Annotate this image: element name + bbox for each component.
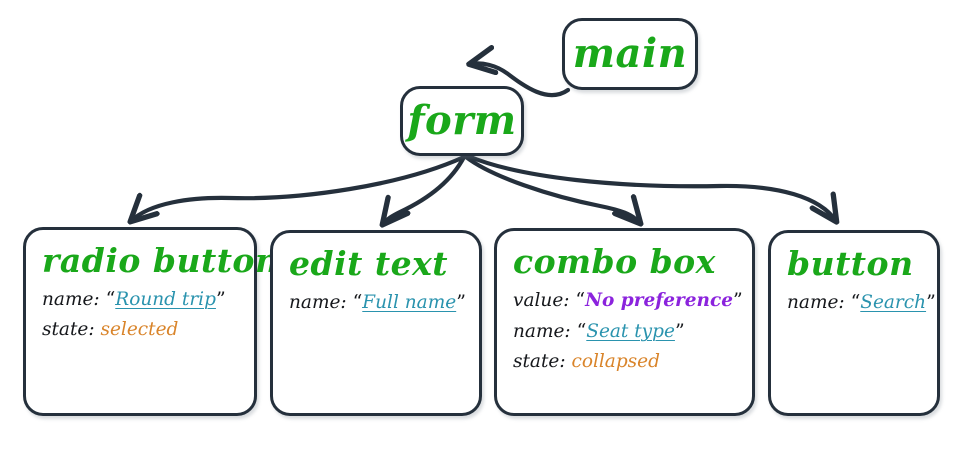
node-combo-box-title: combo box (513, 242, 716, 281)
attr-key-state: state: (513, 350, 566, 372)
attr-key-name: name: (289, 291, 347, 313)
quote-open: “ (352, 290, 363, 313)
attr-value-name: Full name (362, 291, 457, 313)
attr-value-name: Seat type (586, 320, 675, 342)
edge-form-to-edit-text (383, 154, 467, 224)
attr-value-name: Round trip (115, 288, 216, 310)
quote-close: ” (926, 290, 936, 313)
attr-value-value: No preference (585, 289, 733, 311)
edge-form-to-combo-box (463, 154, 640, 223)
attr-key-name: name: (513, 320, 571, 342)
node-radio-button-title: radio button (42, 241, 280, 280)
node-edit-text[interactable]: edit text name: “Full name” (270, 230, 482, 416)
quote-open: “ (576, 319, 587, 342)
attr-row-name: name: “Search” (787, 287, 936, 318)
attr-key-value: value: (513, 289, 570, 311)
attr-row-name: name: “Seat type” (513, 316, 738, 347)
attr-row-state: state: selected (42, 315, 240, 345)
node-button-title: button (787, 244, 914, 283)
quote-open: “ (850, 290, 861, 313)
attr-row-name: name: “Full name” (289, 287, 466, 318)
attr-value-state: selected (100, 318, 179, 340)
attr-row-state: state: collapsed (513, 347, 738, 377)
attr-row-name: name: “Round trip” (42, 284, 240, 315)
attr-value-state: collapsed (571, 350, 660, 372)
attr-key-name: name: (787, 291, 845, 313)
quote-close: ” (215, 287, 226, 310)
attr-key-state: state: (42, 318, 95, 340)
edge-form-to-button (465, 153, 836, 221)
quote-open: “ (105, 287, 116, 310)
attr-key-name: name: (42, 288, 100, 310)
node-edit-text-title: edit text (289, 244, 448, 283)
node-main-title: main (572, 30, 688, 77)
node-main[interactable]: main (562, 18, 698, 90)
node-combo-box[interactable]: combo box value: “No preference” name: “… (494, 228, 755, 416)
attr-row-value: value: “No preference” (513, 285, 743, 316)
quote-close: ” (732, 288, 743, 311)
node-radio-button[interactable]: radio button name: “Round trip” state: s… (23, 227, 280, 416)
node-form-title: form (407, 97, 517, 144)
node-button[interactable]: button name: “Search” (768, 230, 940, 416)
quote-close: ” (456, 290, 466, 313)
quote-close: ” (674, 319, 685, 342)
quote-open: “ (575, 288, 586, 311)
edge-form-to-radio-button (131, 154, 467, 221)
node-form[interactable]: form (400, 86, 524, 156)
attr-value-name: Search (860, 291, 927, 313)
